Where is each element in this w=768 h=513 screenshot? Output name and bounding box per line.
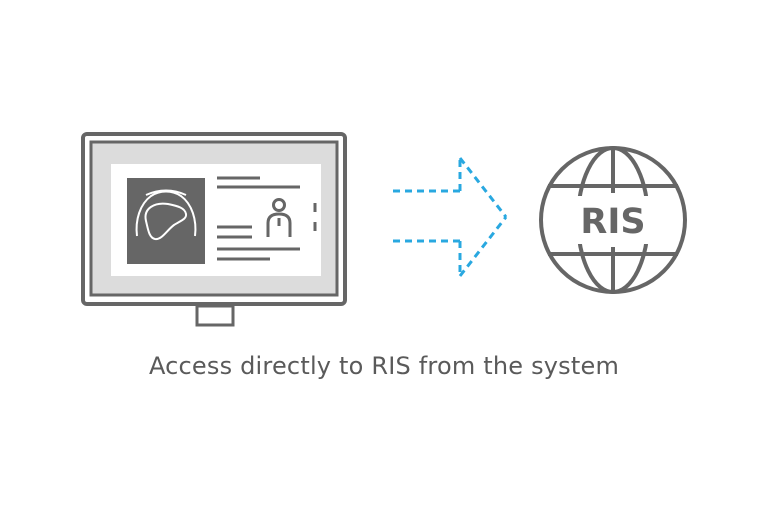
globe-label: RIS bbox=[580, 202, 645, 242]
screen-text-lines bbox=[217, 176, 300, 261]
diagram-caption: Access directly to RIS from the system bbox=[148, 352, 620, 380]
monitor-icon bbox=[81, 132, 347, 327]
ultrasound-image-icon bbox=[127, 178, 205, 264]
globe-label-backdrop bbox=[569, 196, 657, 244]
monitor-stand bbox=[195, 304, 235, 327]
liver-icon bbox=[144, 202, 188, 241]
person-icon bbox=[266, 198, 292, 237]
ultrasound-fan-top bbox=[145, 189, 187, 196]
dashed-arrow-icon bbox=[393, 157, 508, 277]
